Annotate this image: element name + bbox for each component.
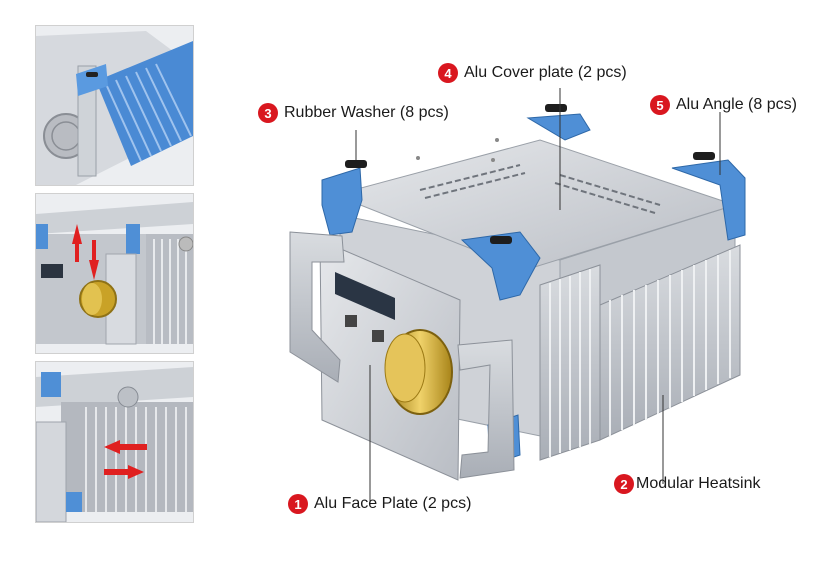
thumbnail-top xyxy=(35,25,194,186)
callout-alu-angle: 5 Alu Angle (8 pcs) xyxy=(650,95,797,115)
thumbnail-middle xyxy=(35,193,194,354)
front-handle-left xyxy=(289,231,345,383)
callout-rubber-washer: 3 Rubber Washer (8 pcs) xyxy=(258,103,449,123)
rubber-washer xyxy=(345,160,367,168)
alu-angle xyxy=(526,113,591,141)
callout-label: Alu Angle (8 pcs) xyxy=(676,96,797,113)
rubber-washer xyxy=(545,104,567,112)
front-handle-right xyxy=(457,339,515,479)
callout-label: Alu Face Plate (2 pcs) xyxy=(314,495,472,512)
callout-alu-face-plate: 1 Alu Face Plate (2 pcs) xyxy=(288,494,471,514)
thumbnail-bottom xyxy=(35,361,194,523)
rubber-washer xyxy=(693,152,715,160)
callout-number-badge: 2 xyxy=(614,474,634,494)
callout-label: Modular Heatsink xyxy=(636,475,761,492)
callout-label: Rubber Washer (8 pcs) xyxy=(284,104,449,121)
callout-number-badge: 4 xyxy=(438,63,458,83)
callout-alu-cover-plate: 4 Alu Cover plate (2 pcs) xyxy=(438,63,627,83)
callout-number-badge: 1 xyxy=(288,494,308,514)
alu-angle xyxy=(671,159,746,241)
alu-angle xyxy=(460,231,541,301)
callout-label: Alu Cover plate (2 pcs) xyxy=(464,64,627,81)
callout-number-badge: 3 xyxy=(258,103,278,123)
rubber-washer xyxy=(490,236,512,244)
callout-number-badge: 5 xyxy=(650,95,670,115)
callout-modular-heatsink: 2 Modular Heatsink xyxy=(614,474,761,494)
